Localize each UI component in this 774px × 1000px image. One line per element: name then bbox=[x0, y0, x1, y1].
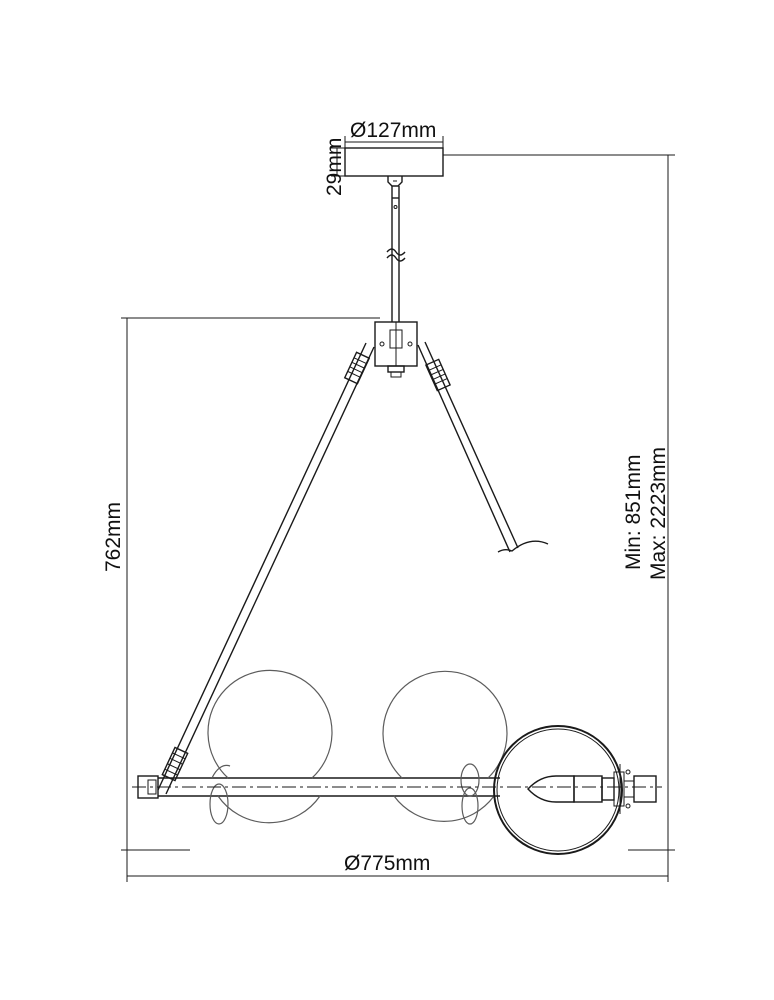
ceiling-canopy bbox=[344, 147, 444, 187]
overall-height-dimension: Min: 851mm Max: 2223mm bbox=[443, 154, 675, 851]
fixture-diameter-label: Ø775mm bbox=[344, 852, 430, 875]
overall-min-label: Min: 851mm bbox=[622, 454, 645, 570]
left-support-arm bbox=[157, 342, 375, 795]
suspension-rod bbox=[386, 186, 406, 322]
canopy-height-label: 29mm bbox=[323, 138, 346, 196]
fixture-height-label: 762mm bbox=[102, 502, 125, 572]
right-support-arm bbox=[417, 341, 549, 553]
fixture-diameter-dimension: Ø775mm bbox=[126, 850, 669, 882]
glass-globe-left bbox=[207, 669, 333, 825]
canopy-diameter-label: Ø127mm bbox=[350, 119, 436, 142]
glass-globe-right bbox=[493, 725, 657, 855]
overall-max-label: Max: 2223mm bbox=[647, 447, 670, 580]
canopy-diameter-dimension: Ø127mm bbox=[344, 119, 444, 148]
fixture-height-dimension: 762mm bbox=[102, 317, 380, 851]
glass-globe-center bbox=[382, 670, 508, 825]
central-hub bbox=[374, 321, 418, 378]
canopy-height-dimension: 29mm bbox=[323, 138, 346, 196]
